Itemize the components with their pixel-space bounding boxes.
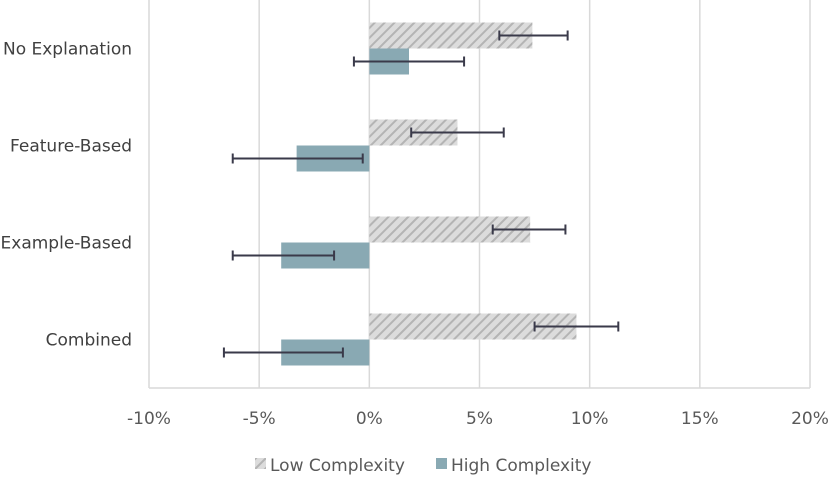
- x-tick-label: 20%: [791, 409, 829, 429]
- x-tick-label: 0%: [356, 409, 383, 429]
- category-label: Combined: [46, 331, 132, 351]
- axes: -10% -5% 0% 5% 10% 15% 20% No ExplanationFeatur…: [1, 40, 829, 430]
- category-label: No Explanation: [3, 40, 132, 60]
- category-label: Example-Based: [1, 234, 132, 254]
- category-label: Feature-Based: [10, 137, 132, 157]
- error-bars: [222, 30, 620, 358]
- x-tick-label: -10%: [127, 409, 171, 429]
- legend-swatch-high-complexity: [436, 458, 447, 469]
- legend: Low Complexity High Complexity: [255, 456, 592, 476]
- x-tick-label: 10%: [571, 409, 609, 429]
- legend-swatch-low-complexity: [255, 458, 266, 469]
- legend-label: High Complexity: [451, 456, 592, 476]
- x-tick-label: 5%: [466, 409, 493, 429]
- bars: [281, 22, 577, 366]
- legend-label: Low Complexity: [270, 456, 405, 476]
- x-tick-label: 15%: [681, 409, 719, 429]
- x-tick-label: -5%: [243, 409, 276, 429]
